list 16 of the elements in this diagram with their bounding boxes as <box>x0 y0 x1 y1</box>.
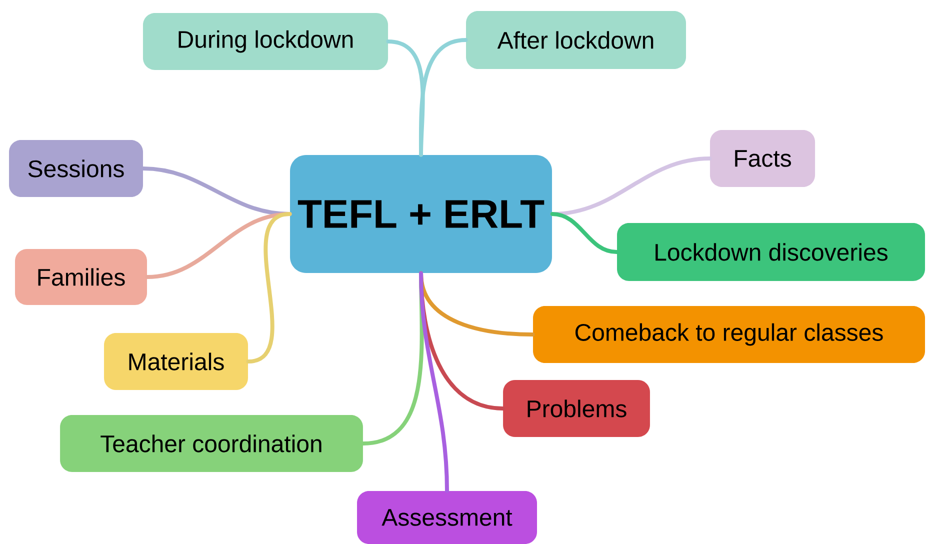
topic-box: Facts <box>710 130 816 188</box>
topic-box: During lockdown <box>142 12 388 70</box>
topic-box: Materials <box>104 332 248 390</box>
topic-box: After lockdown <box>466 11 686 69</box>
connector-curve <box>418 38 468 157</box>
central-topic-box: TEFL + ERLT <box>290 155 552 273</box>
topic-box: Problems <box>503 380 650 438</box>
topic-box: Lockdown discoveries <box>617 223 925 281</box>
topic-box: Sessions <box>9 140 143 198</box>
connector-curve <box>419 271 449 493</box>
topic-box: Comeback to regular classes <box>533 306 925 364</box>
topic-box: Families <box>15 249 147 305</box>
topic-box: Teacher coordination <box>60 414 363 472</box>
connector-curve <box>550 212 619 254</box>
topic-box: Assessment <box>357 490 537 544</box>
connector-curve <box>246 212 292 364</box>
